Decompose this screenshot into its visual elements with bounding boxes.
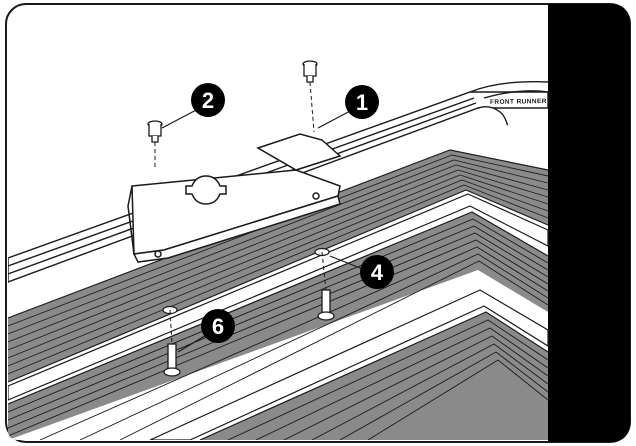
panel-gap-1 — [8, 193, 549, 401]
bolt-4 — [317, 289, 335, 321]
panel-gap-2 — [149, 289, 549, 440]
slat-c-fill — [200, 312, 548, 440]
guide-lines — [154, 81, 327, 345]
callout-4-label: 4 — [371, 260, 384, 285]
rack-illustration: FRONT RUNNER — [8, 60, 549, 440]
bolt-2 — [147, 120, 163, 143]
bolt-6 — [163, 343, 181, 377]
slat-group-b — [8, 211, 549, 440]
slat-a-fill — [8, 150, 548, 382]
side-tab — [548, 4, 630, 442]
callout-2-label: 2 — [202, 88, 214, 113]
callout-6-label: 6 — [212, 314, 224, 339]
callout-6: 6 — [201, 309, 235, 343]
callout-4: 4 — [360, 255, 394, 289]
brand-label: FRONT RUNNER — [490, 98, 547, 106]
slat-b-fill — [8, 212, 548, 440]
callout-1: 1 — [345, 85, 379, 119]
mounting-bracket — [127, 133, 342, 263]
callout-2: 2 — [191, 83, 225, 117]
callout-1-label: 1 — [356, 90, 368, 115]
bolt-1 — [302, 60, 318, 83]
slat-group-c — [199, 311, 549, 440]
